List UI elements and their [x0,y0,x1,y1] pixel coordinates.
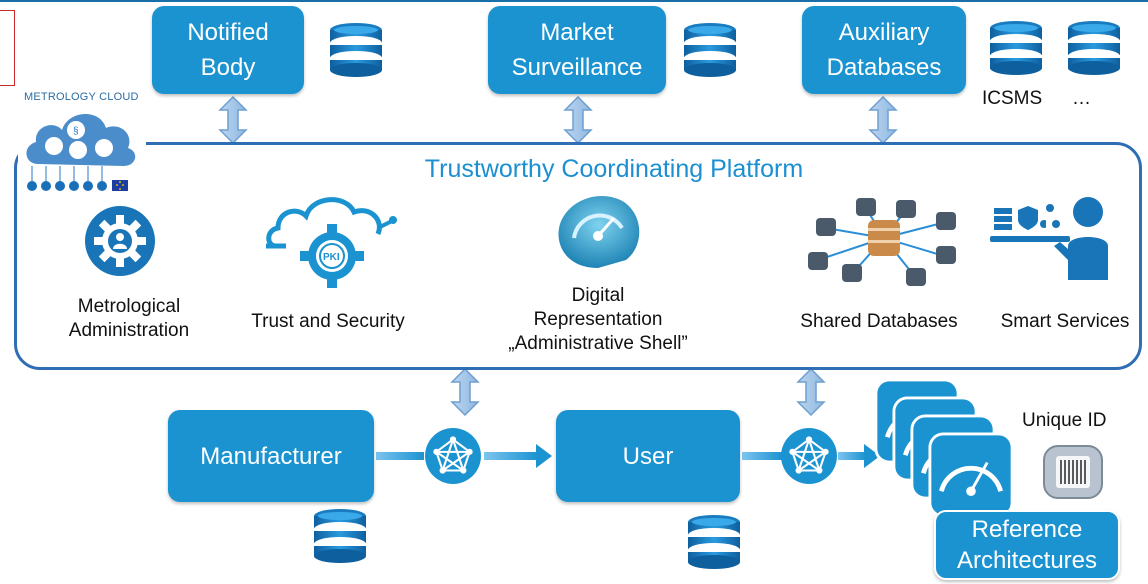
trust-security-label: Trust and Security [251,311,405,332]
double-arrow-icon [564,96,592,144]
database-icon [688,515,740,569]
flow-arrow [376,452,424,460]
unique-id-label: Unique ID [1022,410,1107,431]
database-icon [314,509,366,563]
user-box: User [556,410,740,502]
gauge-icon [558,196,640,268]
icsms-label: ICSMS [982,88,1043,109]
auxiliary-databases-box: Auxiliary Databases [802,6,966,94]
svg-text:PKI: PKI [323,252,340,263]
side-marker [0,10,15,86]
manufacturer-box: Manufacturer [168,410,374,502]
shared-databases-label: Shared Databases [800,311,958,332]
metrological-administration-label: Metrological Administration [68,296,190,341]
metrology-cloud-icon: § [26,113,136,191]
network-node-icon [424,427,482,485]
platform-title: Trustworthy Coordinating Platform [424,155,804,183]
smart-services-label: Smart Services [1000,311,1130,332]
double-arrow-icon [219,96,247,144]
database-icon [1068,21,1120,75]
gauge-stack-icon [876,380,1012,516]
market-surveillance-box: Market Surveillance [488,6,666,94]
svg-text:§: § [73,126,79,137]
metrology-cloud-title: METROLOGY CLOUD [24,91,139,103]
double-arrow-icon [869,96,897,144]
notified-body-box: Notified Body [152,6,304,94]
double-arrow-icon [451,368,479,416]
database-icon [330,23,382,77]
reference-architectures-box: Reference Architectures [934,510,1120,580]
flow-arrow [838,444,880,468]
network-node-icon [780,427,838,485]
double-arrow-icon [797,368,825,416]
top-border-line [0,0,1148,2]
database-network-icon [808,198,956,286]
flow-arrow [484,444,552,468]
gear-person-icon [85,206,155,276]
flow-arrow [742,452,782,460]
pki-cloud-gear-icon: PKI [266,197,397,288]
database-icon [990,21,1042,75]
digital-representation-label: Digital Representation „Administrative S… [508,285,688,354]
ellipsis-label: … [1072,88,1091,109]
database-icon [684,23,736,77]
waiter-services-icon [990,197,1108,280]
barcode-icon [1043,445,1103,499]
